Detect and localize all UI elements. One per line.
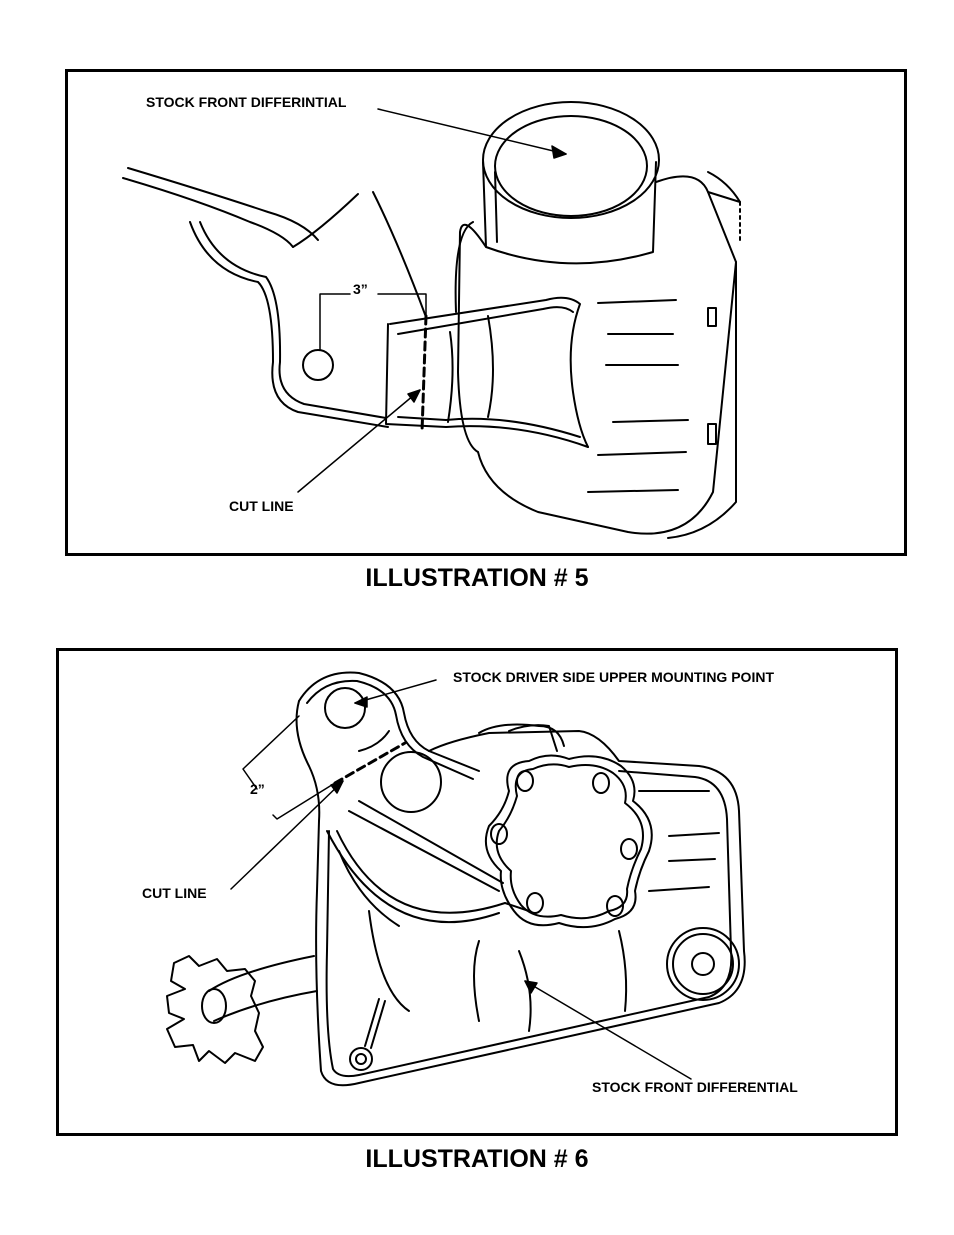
axle-boss: [666, 927, 740, 1001]
frame-arm: [122, 167, 427, 428]
differential-tube: [482, 101, 660, 265]
illustration-6-caption: ILLUSTRATION # 6: [365, 1145, 589, 1173]
dimension-bracket-3in: [319, 293, 427, 351]
illustration-6-panel: STOCK DRIVER SIDE UPPER MOUNTING POINT 2…: [56, 648, 898, 1136]
differential-body: [454, 171, 741, 539]
label-cut-line: CUT LINE: [229, 498, 294, 514]
axle-gear: [166, 955, 318, 1064]
illustration-5-caption: ILLUSTRATION # 5: [365, 564, 589, 592]
cut-line-marker: [420, 314, 428, 434]
label-stock-front-differential: STOCK FRONT DIFFERENTIAL: [592, 1079, 798, 1095]
leader-arrows: [230, 679, 692, 1080]
bracket-perch: [385, 296, 589, 448]
illustration-5-drawing: [122, 101, 741, 539]
illustration-6-drawing: [166, 671, 746, 1087]
leader-arrows: [297, 108, 567, 493]
dimension-bracket-2in: [242, 715, 336, 820]
illustration-5-panel: STOCK FRONT DIFFERINTIAL 3” CUT LINE: [65, 69, 907, 556]
label-dimension-3in: 3”: [353, 281, 368, 297]
cut-line-marker: [333, 741, 407, 785]
label-dimension-2in: 2”: [250, 781, 265, 797]
differential-housing: [315, 723, 746, 1087]
pinion-flange: [485, 754, 653, 929]
mounting-ear: [295, 671, 480, 822]
label-stock-front-differential: STOCK FRONT DIFFERINTIAL: [146, 94, 347, 110]
label-cut-line: CUT LINE: [142, 885, 207, 901]
label-stock-driver-side-upper-mounting-point: STOCK DRIVER SIDE UPPER MOUNTING POINT: [453, 669, 774, 685]
